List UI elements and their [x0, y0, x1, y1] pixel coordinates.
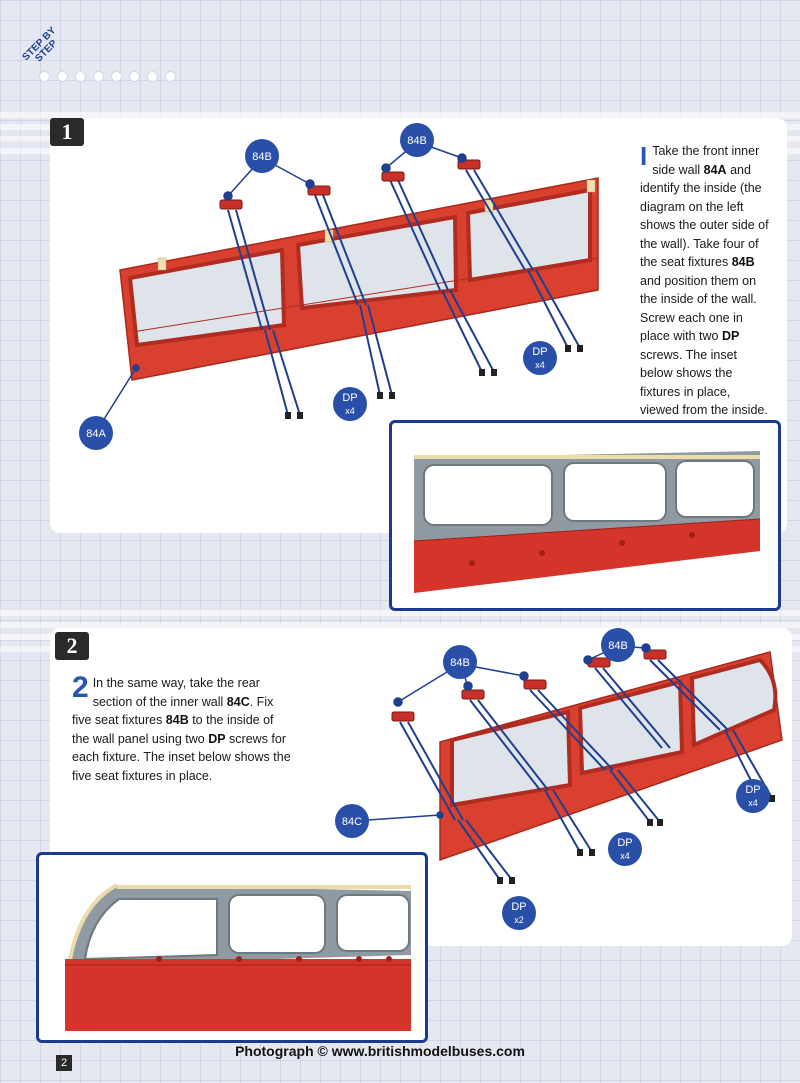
drop-cap: I: [640, 141, 648, 171]
photo-credit: Photograph © www.britishmodelbuses.com: [235, 1043, 525, 1059]
step-by-step-tag: STEP BY STEP: [20, 25, 60, 65]
decorative-dots: [40, 72, 175, 81]
step-1-number: 1: [50, 118, 84, 146]
inset-wall-photo: [65, 883, 411, 1031]
page-number: 2: [56, 1055, 72, 1071]
inset-wall-photo: [413, 451, 761, 593]
step-1-inset-photo: [389, 420, 781, 611]
step-2-number: 2: [55, 632, 89, 660]
drop-cap: 2: [72, 671, 89, 704]
step-2-inset-photo: [36, 852, 428, 1043]
